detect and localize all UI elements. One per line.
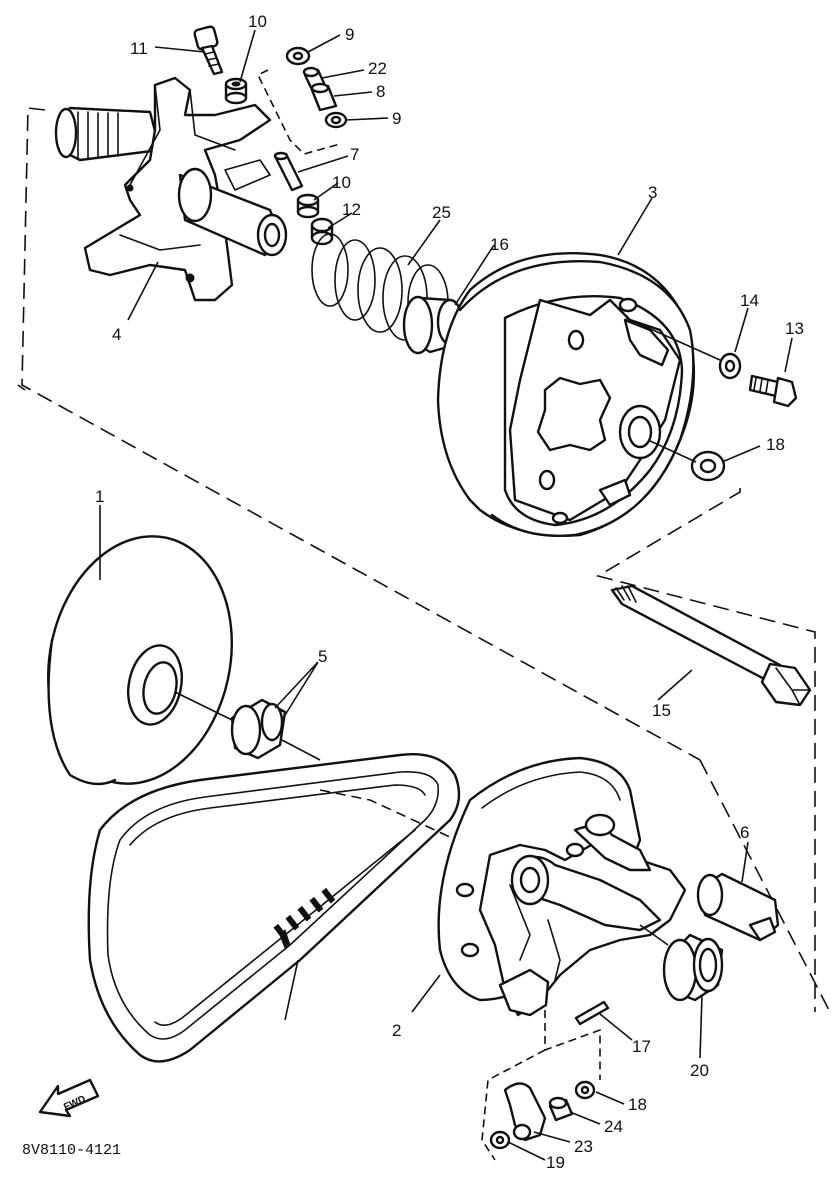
part-2-housing xyxy=(437,756,687,1017)
callout-23: 24 xyxy=(604,1117,623,1136)
callout-labels: 11 10 9 22 8 9 7 10 12 25 16 3 4 14 13 1… xyxy=(95,12,804,1172)
lower-hardware-dashed-guide xyxy=(481,1010,601,1161)
washer-19 xyxy=(690,450,726,482)
part-6-sleeve xyxy=(696,872,780,942)
callout-14: 14 xyxy=(740,291,759,310)
axis-line-13 xyxy=(625,317,721,361)
collar-10-lower xyxy=(296,193,320,219)
washer-18-upper xyxy=(574,1080,596,1100)
part-25-drive-belt xyxy=(87,753,461,1063)
callout-18-lower: 19 xyxy=(546,1153,565,1172)
washer-14 xyxy=(718,352,742,380)
nut-12 xyxy=(310,217,334,246)
assembly-boundary-lines xyxy=(17,107,831,1013)
callout-11: 11 xyxy=(130,39,148,58)
axis-line-disc xyxy=(174,691,321,761)
belt-cogs xyxy=(273,887,336,940)
callout-17: 17 xyxy=(632,1037,651,1056)
callout-3: 3 xyxy=(648,183,657,202)
callout-20: 20 xyxy=(690,1061,709,1080)
part-1-sheave-disc xyxy=(47,535,233,786)
callout-10-upper: 10 xyxy=(248,12,267,31)
washer-18-lower xyxy=(489,1130,511,1150)
forward-arrow-icon: FWD xyxy=(38,1078,100,1118)
part-15-long-bolt xyxy=(610,584,812,707)
pin-17 xyxy=(574,1000,610,1026)
weight-22 xyxy=(503,1082,547,1142)
callout-18-upper: 18 xyxy=(628,1095,647,1114)
callout-1: 1 xyxy=(95,487,104,506)
washer-9-lower xyxy=(324,111,348,129)
callout-9-upper: 9 xyxy=(345,25,354,44)
callout-12: 12 xyxy=(342,200,361,219)
drawing-code: 8V8110-4121 xyxy=(22,1142,121,1159)
callout-5: 5 xyxy=(318,647,327,666)
callout-13: 13 xyxy=(785,319,804,338)
callout-2: 2 xyxy=(392,1021,401,1040)
washer-9-upper xyxy=(285,46,311,66)
callout-16: 16 xyxy=(490,235,509,254)
callout-4: 4 xyxy=(112,325,121,344)
axis-line-20 xyxy=(639,924,669,946)
callout-9-lower: 9 xyxy=(392,109,401,128)
callout-leaders xyxy=(99,29,793,1161)
bolt-13 xyxy=(748,374,798,408)
pin-7 xyxy=(273,151,304,192)
roller-23 xyxy=(548,1096,574,1122)
collar-10-upper xyxy=(224,77,248,105)
part-4-spider-shaft xyxy=(54,76,288,302)
callout-10-lower: 10 xyxy=(332,173,351,192)
callout-19: 18 xyxy=(766,435,785,454)
part-3-cover xyxy=(436,251,696,537)
callout-24: 25 xyxy=(432,203,451,222)
part-20-ring xyxy=(662,933,724,1002)
part-5-bushings xyxy=(230,698,287,760)
callout-15: 15 xyxy=(652,701,671,720)
bolt-11 xyxy=(193,25,224,76)
axis-line-19 xyxy=(647,439,697,463)
roller-8 xyxy=(310,82,338,112)
callout-7: 7 xyxy=(350,145,359,164)
callout-8: 8 xyxy=(376,82,385,101)
hardware-dashed-guide xyxy=(256,69,341,155)
callout-22: 23 xyxy=(574,1137,593,1156)
callout-6: 6 xyxy=(740,823,749,842)
callout-21: 22 xyxy=(368,59,387,78)
